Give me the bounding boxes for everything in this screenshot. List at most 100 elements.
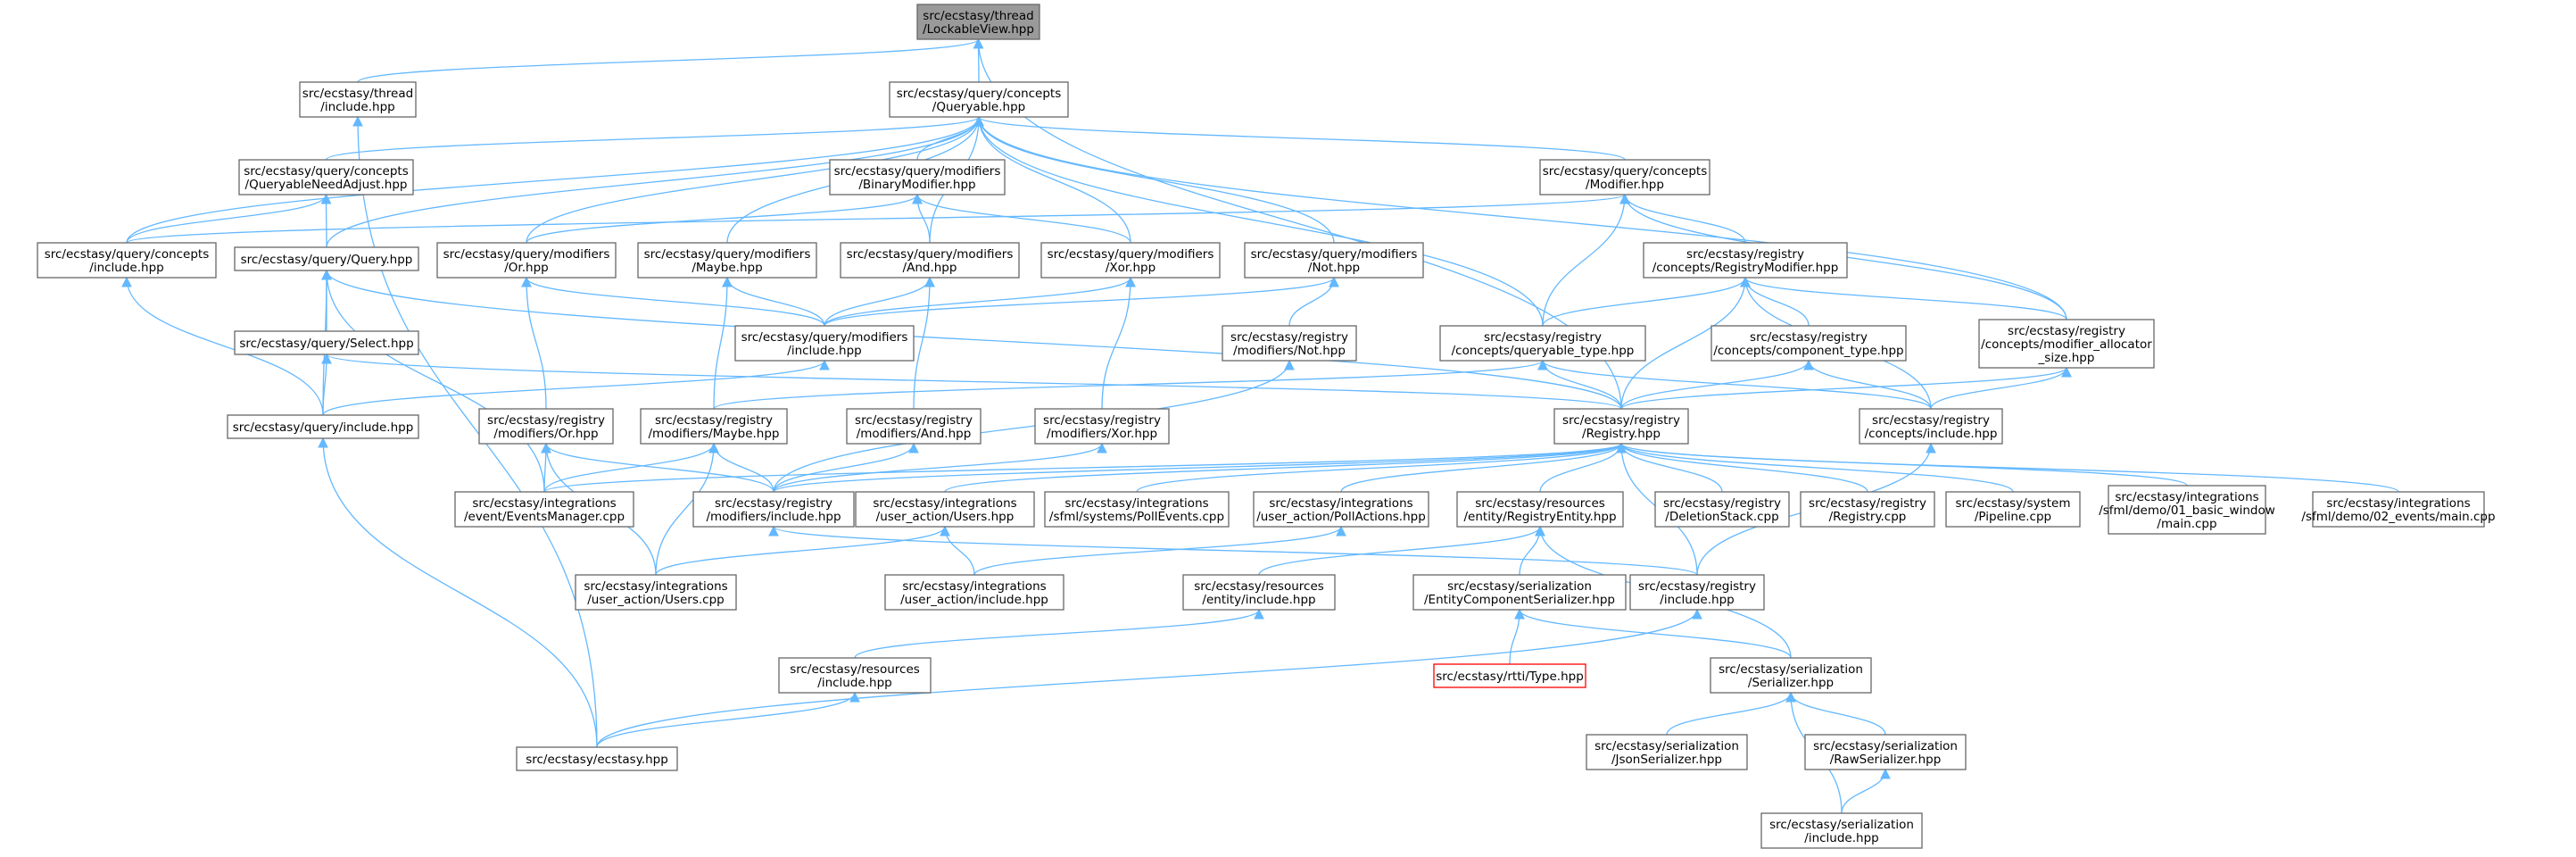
node-evmgr[interactable]: src/ecstasy/integrations/event/EventsMan… [454, 491, 634, 528]
node-regmod[interactable]: src/ecstasy/registry/concepts/RegistryMo… [1643, 242, 1848, 279]
node-label-line: /event/EventsManager.cpp [464, 510, 625, 524]
node-pollactions[interactable]: src/ecstasy/integrations/user_action/Pol… [1253, 491, 1429, 528]
edge-concepts-inc-to-queryable [126, 115, 984, 244]
node-reg-not[interactable]: src/ecstasy/registry/modifiers/Not.hpp [1222, 325, 1357, 362]
node-ser-inc[interactable]: src/ecstasy/serialization/include.hpp [1760, 812, 1923, 849]
edge-regmods-inc-to-reg-and [773, 442, 919, 493]
node-reg-cpp[interactable]: src/ecstasy/registry/Registry.cpp [1800, 491, 1935, 528]
edge-pollevents-to-registry [1136, 442, 1627, 493]
node-box [1760, 812, 1923, 849]
node-label-line: /include.hpp [320, 100, 394, 114]
node-delstack[interactable]: src/ecstasy/registry/DeletionStack.cpp [1654, 491, 1790, 528]
node-jsonser[interactable]: src/ecstasy/serialization/JsonSerializer… [1586, 734, 1748, 770]
node-rawser[interactable]: src/ecstasy/serialization/RawSerializer.… [1804, 734, 1967, 770]
node-queryable[interactable]: src/ecstasy/query/concepts/Queryable.hpp [889, 81, 1069, 118]
edge-demo02-to-registry [1616, 442, 2399, 493]
node-reg-and[interactable]: src/ecstasy/registry/modifiers/And.hpp [846, 408, 982, 445]
node-modalloc[interactable]: src/ecstasy/registry/concepts/modifier_a… [1978, 319, 2155, 369]
node-qtype[interactable]: src/ecstasy/registry/concepts/queryable_… [1439, 325, 1646, 362]
node-box [454, 491, 634, 528]
node-box [1710, 657, 1872, 694]
node-label-line: src/ecstasy/query/modifiers [741, 330, 908, 345]
node-pipeline[interactable]: src/ecstasy/system/Pipeline.cpp [1945, 491, 2081, 528]
node-label-line: src/ecstasy/integrations [902, 579, 1046, 594]
node-reg-inc[interactable]: src/ecstasy/registry/include.hpp [1629, 574, 1765, 611]
node-box [1804, 734, 1967, 770]
node-label-line: /modifiers/include.hpp [706, 510, 841, 524]
edge-users-cpp-to-reg-maybe [655, 442, 719, 576]
edge-evmgr-to-reg-or [541, 442, 551, 493]
dependency-edges [121, 37, 2399, 814]
node-box [1629, 574, 1765, 611]
node-users-hpp[interactable]: src/ecstasy/integrations/user_action/Use… [855, 491, 1035, 528]
node-ecser[interactable]: src/ecstasy/serialization/EntityComponen… [1412, 574, 1627, 611]
node-mods-inc[interactable]: src/ecstasy/query/modifiers/include.hpp [734, 325, 915, 362]
node-entity-inc[interactable]: src/ecstasy/resources/entity/include.hpp [1182, 574, 1336, 611]
node-thread-inc[interactable]: src/ecstasy/thread/include.hpp [299, 81, 417, 118]
node-reg-or[interactable]: src/ecstasy/registry/modifiers/Or.hpp [478, 408, 614, 445]
node-label-line: /user_action/include.hpp [900, 593, 1048, 607]
node-label-line: /user_action/PollActions.hpp [1256, 510, 1426, 524]
node-label-line: src/ecstasy/query/Select.hpp [239, 337, 413, 351]
node-label-line: src/ecstasy/registry [1750, 330, 1868, 345]
edge-qtype-to-regmod [1542, 276, 1751, 327]
node-comptype[interactable]: src/ecstasy/registry/concepts/component_… [1710, 325, 1907, 362]
node-reg-maybe[interactable]: src/ecstasy/registry/modifiers/Maybe.hpp [640, 408, 788, 445]
node-label-line: src/ecstasy/integrations [1269, 496, 1412, 511]
node-label-line: /RawSerializer.hpp [1830, 753, 1942, 767]
node-registry[interactable]: src/ecstasy/registry/Registry.hpp [1553, 408, 1689, 445]
node-ecstasy[interactable]: src/ecstasy/ecstasy.hpp [516, 746, 678, 771]
node-box [840, 242, 1020, 279]
node-modifier[interactable]: src/ecstasy/query/concepts/Modifier.hpp [1539, 159, 1710, 196]
edge-ecstasy-to-query-inc [318, 437, 598, 748]
node-and[interactable]: src/ecstasy/query/modifiers/And.hpp [840, 242, 1020, 279]
node-query-inc[interactable]: src/ecstasy/query/include.hpp [227, 414, 419, 439]
node-ua-inc[interactable]: src/ecstasy/integrations/user_action/inc… [884, 574, 1064, 611]
node-box [1945, 491, 2081, 528]
node-label-line: src/ecstasy/registry [1686, 247, 1804, 262]
edge-and-to-binmod [912, 193, 931, 244]
edge-regmod-to-modifier [1619, 193, 1746, 244]
edge-qtype-to-queryable [973, 115, 1544, 327]
node-query[interactable]: src/ecstasy/query/Query.hpp [234, 246, 419, 271]
node-reg-xor[interactable]: src/ecstasy/registry/modifiers/Xor.hpp [1034, 408, 1170, 445]
node-or[interactable]: src/ecstasy/query/modifiers/Or.hpp [436, 242, 617, 279]
node-users-cpp[interactable]: src/ecstasy/integrations/user_action/Use… [575, 574, 737, 611]
node-label-line: /concepts/include.hpp [1865, 427, 1998, 441]
node-box [778, 657, 932, 694]
node-box [1034, 408, 1170, 445]
node-label-line: src/ecstasy/registry [2008, 324, 2125, 338]
node-lockable[interactable]: src/ecstasy/thread/LockableView.hpp [916, 4, 1040, 40]
node-type[interactable]: src/ecstasy/rtti/Type.hpp [1433, 663, 1586, 688]
node-binmod[interactable]: src/ecstasy/query/modifiers/BinaryModifi… [829, 159, 1006, 196]
node-serializer[interactable]: src/ecstasy/serialization/Serializer.hpp [1710, 657, 1872, 694]
node-label-line: /concepts/RegistryModifier.hpp [1652, 261, 1839, 275]
edge-users-cpp-to-users-hpp [655, 525, 950, 576]
edge-registry-to-query [321, 269, 1622, 410]
node-box [1643, 242, 1848, 279]
node-qneedadjust[interactable]: src/ecstasy/query/concepts/QueryableNeed… [238, 159, 414, 196]
node-label-line: src/ecstasy/serialization [1813, 739, 1958, 753]
edge-rawser-to-serializer [1785, 691, 1886, 736]
node-box [1222, 325, 1357, 362]
node-label-line: src/ecstasy/registry [487, 413, 605, 428]
node-not[interactable]: src/ecstasy/query/modifiers/Not.hpp [1244, 242, 1424, 279]
node-res-inc[interactable]: src/ecstasy/resources/include.hpp [778, 657, 932, 694]
node-select[interactable]: src/ecstasy/query/Select.hpp [234, 330, 419, 355]
node-box [1456, 491, 1624, 528]
node-label-line: src/ecstasy/query/concepts [244, 164, 409, 179]
node-regmods-inc[interactable]: src/ecstasy/registry/modifiers/include.h… [692, 491, 855, 528]
node-xor[interactable]: src/ecstasy/query/modifiers/Xor.hpp [1040, 242, 1221, 279]
node-box [916, 4, 1040, 40]
node-label-line: src/ecstasy/integrations [2326, 496, 2470, 511]
node-regentity[interactable]: src/ecstasy/resources/entity/RegistryEnt… [1456, 491, 1624, 528]
node-demo01[interactable]: src/ecstasy/integrations/sfml/demo/01_ba… [2099, 485, 2275, 535]
edge-reg-and-to-and [913, 276, 935, 410]
node-pollevents[interactable]: src/ecstasy/integrations/sfml/systems/Po… [1044, 491, 1230, 528]
node-concepts-inc[interactable]: src/ecstasy/query/concepts/include.hpp [37, 242, 217, 279]
node-regconc-inc[interactable]: src/ecstasy/registry/concepts/include.hp… [1859, 408, 2003, 445]
node-label-line: src/ecstasy/query/concepts [1543, 164, 1708, 179]
edge-binmod-to-queryable [916, 115, 984, 161]
node-maybe[interactable]: src/ecstasy/query/modifiers/Maybe.hpp [637, 242, 817, 279]
node-demo02[interactable]: src/ecstasy/integrations/sfml/demo/02_ev… [2301, 491, 2496, 528]
